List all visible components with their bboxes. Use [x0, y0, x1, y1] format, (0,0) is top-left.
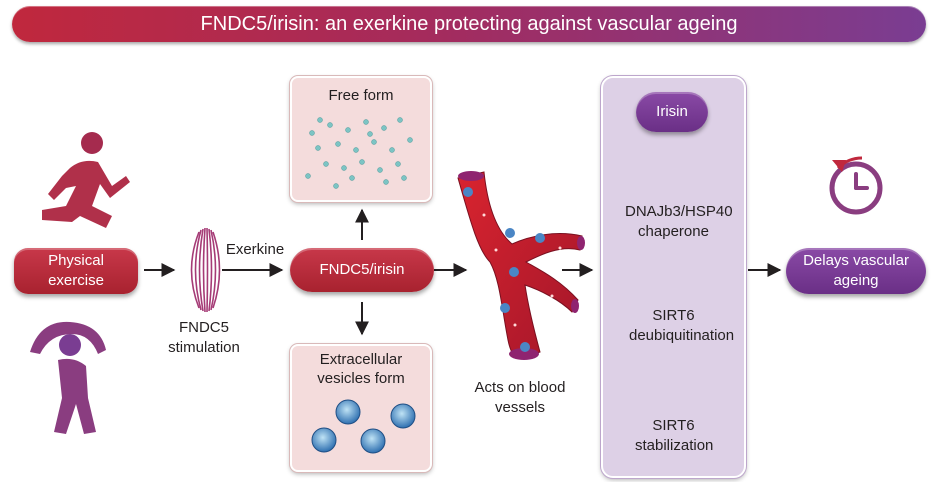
free-form-dots [305, 117, 413, 189]
stretching-person-icon [30, 321, 106, 434]
vesicle-spheres [311, 399, 416, 454]
muscle-fibers-icon [190, 227, 221, 313]
delays-vascular-ageing-node: Delays vascular ageing [786, 248, 926, 294]
physical-exercise-node: Physical exercise [14, 248, 138, 294]
sirt6-deubiquitination-label: SIRT6 deubiquitination [629, 307, 735, 344]
exerkine-label: Exerkine [225, 241, 285, 258]
extracellular-vesicles-title: Extracellular vesicles form [317, 351, 405, 387]
delays-vascular-ageing-label: Delays vascular ageing [803, 252, 909, 289]
free-form-title: Free form [328, 87, 394, 104]
running-person-icon [42, 132, 130, 228]
sirt6-stabilization-label: SIRT6 stabilization [635, 417, 714, 454]
blood-vessel-icon [457, 171, 585, 360]
acts-on-blood-vessels-label: Acts on blood vessels [474, 379, 566, 416]
dnajb3-hsp40-label: DNAJb3/HSP40 chaperone [625, 203, 733, 240]
diagram-title: FNDC5/irisin: an exerkine protecting aga… [12, 6, 926, 42]
fndc5-irisin-label: FNDC5/irisin [319, 261, 405, 278]
irisin-label: Irisin [656, 103, 688, 120]
signaling-pathway-panel [601, 76, 746, 478]
fndc5-stimulation-label: FNDC5 stimulation [168, 319, 240, 356]
fndc5-irisin-node: FNDC5/irisin [290, 248, 434, 292]
irisin-node: Irisin [636, 92, 708, 132]
clock-icon [829, 156, 883, 215]
physical-exercise-label: Physical exercise [48, 252, 104, 289]
